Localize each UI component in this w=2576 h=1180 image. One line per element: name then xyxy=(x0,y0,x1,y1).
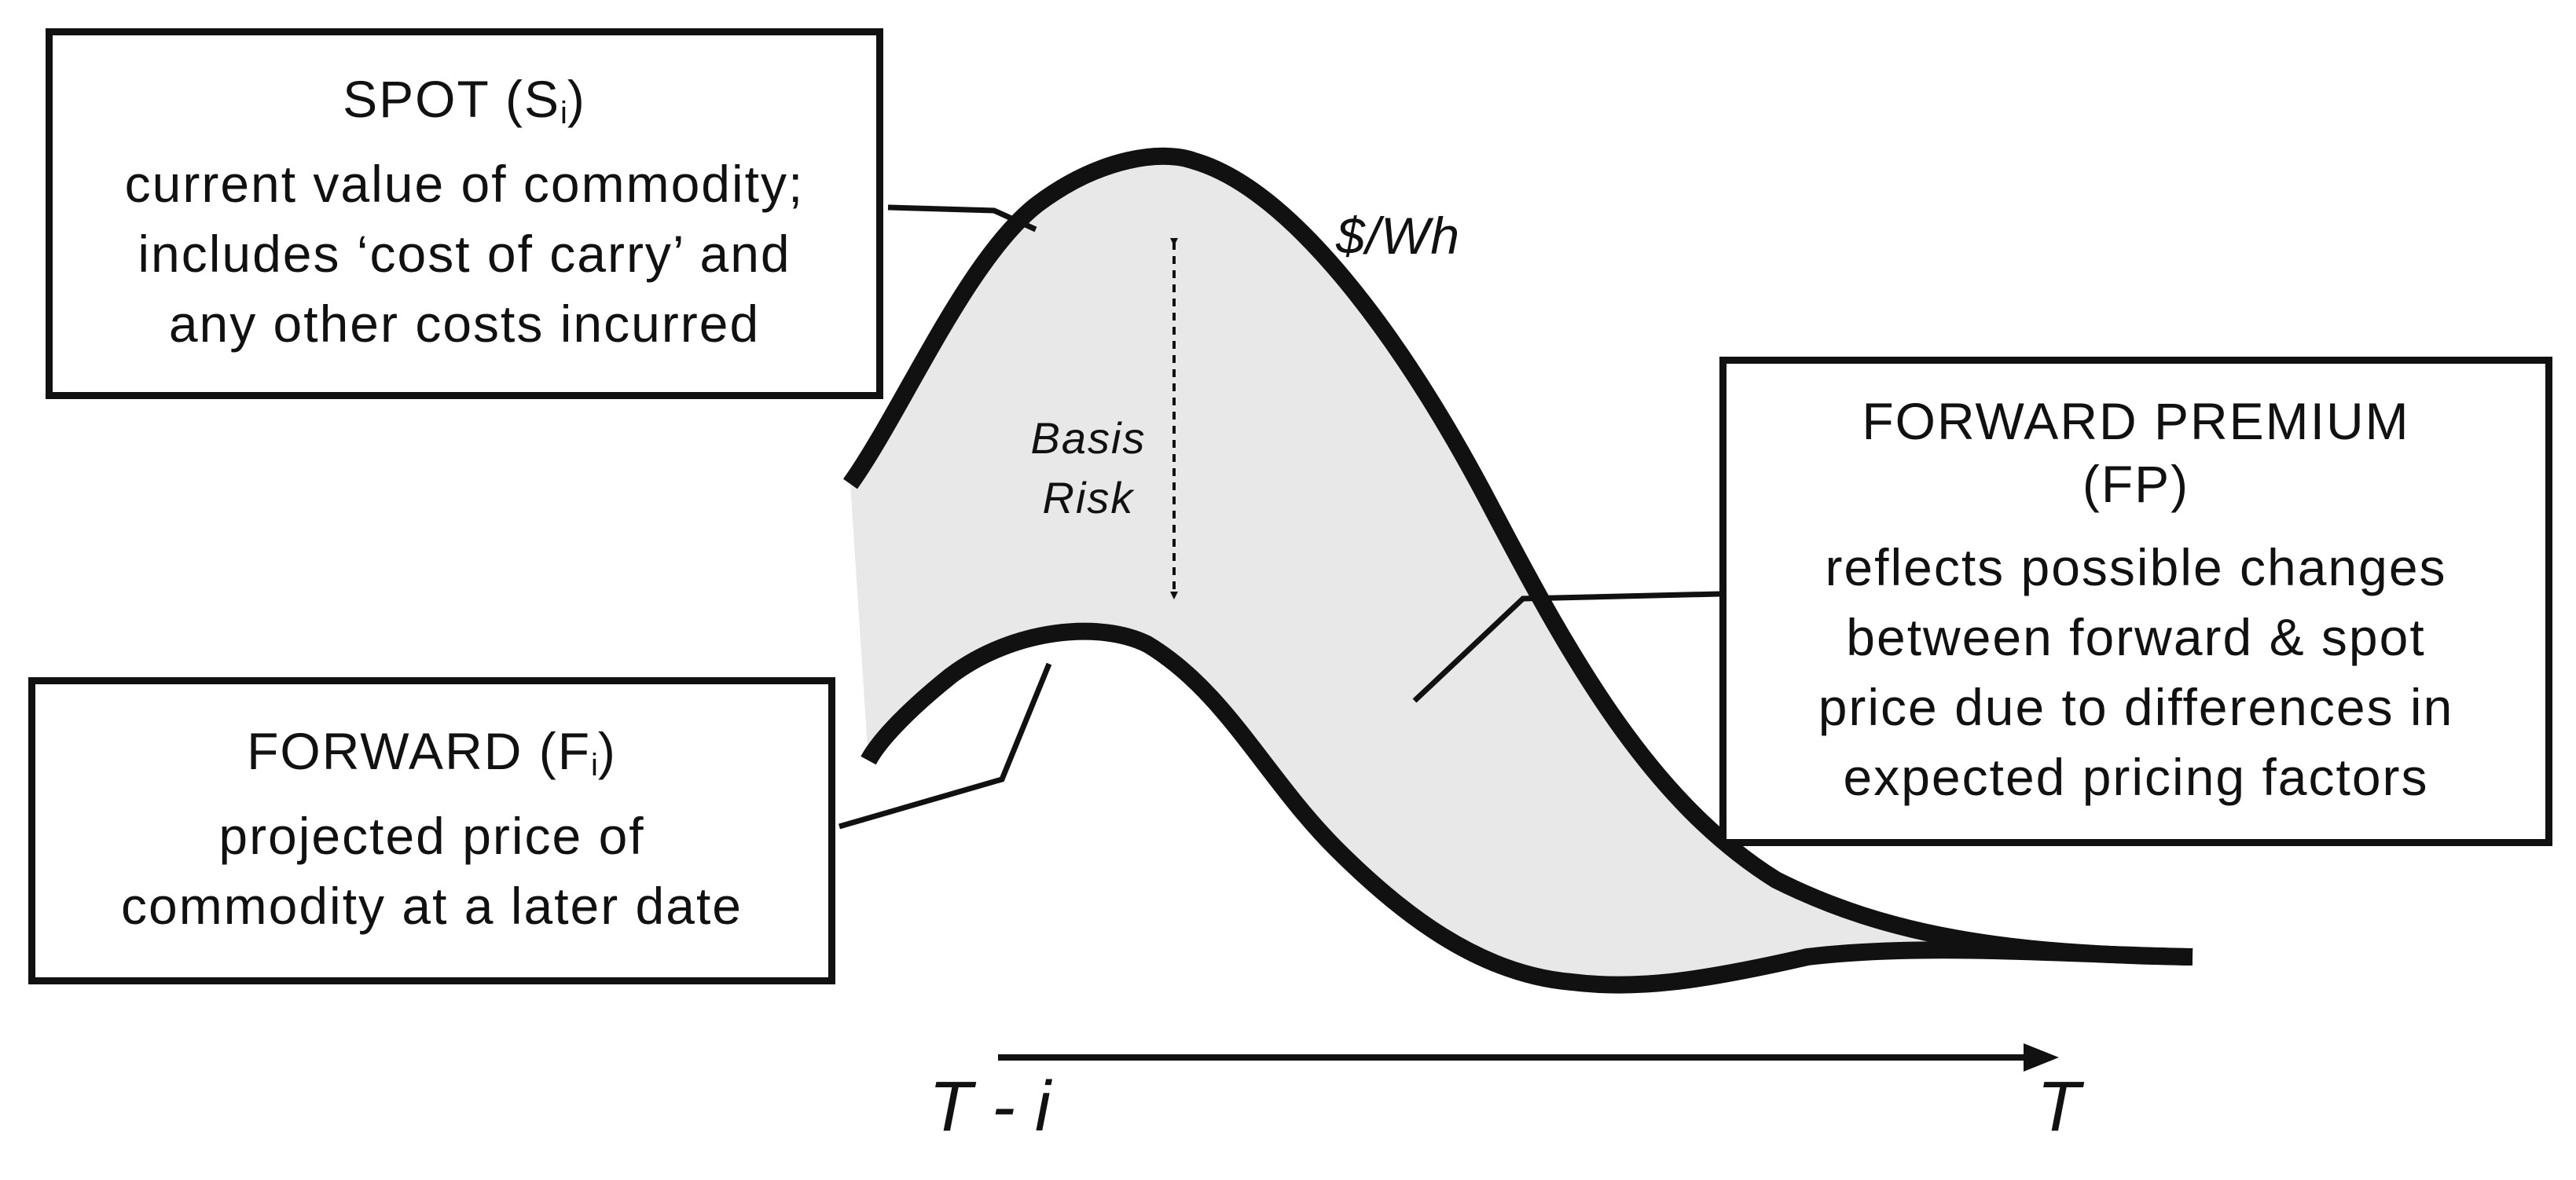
spot-callout: SPOT (Si) current value of commodity; in… xyxy=(46,28,883,399)
forward-premium-description-line: between forward & spot xyxy=(1846,607,2426,666)
spot-title-subscript: i xyxy=(560,96,567,130)
spot-title-text: SPOT (S xyxy=(343,70,560,128)
spot-description: current value of commodity; includes ‘co… xyxy=(125,149,805,359)
spot-description-line: includes ‘cost of carry’ and xyxy=(138,225,791,283)
forward-description: projected price of commodity at a later … xyxy=(121,801,743,941)
forward-title-text: FORWARD (F xyxy=(247,722,592,780)
fp-leader-line xyxy=(1412,591,1720,703)
spot-leader-line xyxy=(887,204,1037,233)
forward-premium-title-line: (FP) xyxy=(2082,454,2190,513)
forward-premium-description-line: expected pricing factors xyxy=(1843,747,2429,806)
forward-description-line: projected price of xyxy=(218,807,645,865)
forward-title: FORWARD (Fi) xyxy=(247,720,617,784)
forward-premium-callout: FORWARD PREMIUM (FP) reflects possible c… xyxy=(1719,357,2552,846)
spot-description-line: any other costs incurred xyxy=(168,295,761,353)
forward-leader-line xyxy=(838,662,1052,830)
basis-risk-label-line: Risk xyxy=(1042,473,1135,522)
basis-risk-label: Basis Risk xyxy=(986,409,1191,528)
spot-title-suffix: ) xyxy=(567,70,586,128)
time-axis-arrowhead xyxy=(2024,1043,2059,1072)
forward-premium-description-line: price due to differences in xyxy=(1818,677,2454,736)
axis-end-label: T xyxy=(2037,1068,2080,1146)
forward-premium-description-line: reflects possible changes xyxy=(1825,537,2447,596)
forward-premium-title-line: FORWARD PREMIUM xyxy=(1862,392,2410,451)
unit-label: $/Wh xyxy=(1336,207,1461,265)
basis-risk-label-line: Basis xyxy=(1030,413,1147,463)
forward-callout: FORWARD (Fi) projected price of commodit… xyxy=(28,677,835,984)
forward-curve xyxy=(861,622,2193,994)
spot-description-line: current value of commodity; xyxy=(124,155,805,213)
forward-title-suffix: ) xyxy=(597,722,617,780)
forward-premium-title: FORWARD PREMIUM (FP) xyxy=(1862,390,2409,515)
forward-premium-description: reflects possible changes between forwar… xyxy=(1818,533,2454,812)
axis-start-label: T - i xyxy=(929,1068,1051,1146)
spot-title: SPOT (Si) xyxy=(343,68,586,132)
forward-title-subscript: i xyxy=(591,748,598,782)
forward-description-line: commodity at a later date xyxy=(120,877,743,935)
